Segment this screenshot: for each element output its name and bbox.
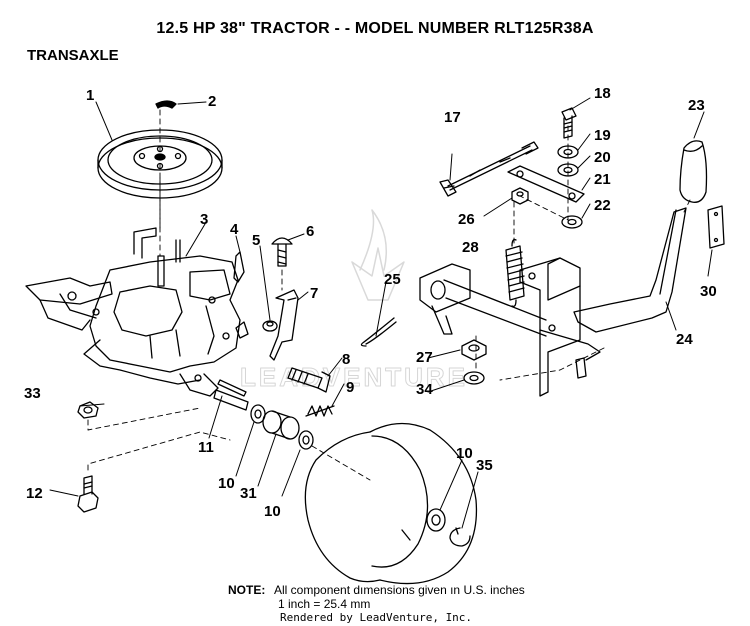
callout-10c: 10: [456, 445, 473, 462]
callout-27: 27: [416, 349, 433, 366]
cotter-pin-part-25[interactable]: [360, 317, 397, 347]
knob-part-23[interactable]: [679, 140, 708, 203]
spring-part-28[interactable]: [505, 238, 525, 308]
callout-31: 31: [240, 485, 257, 502]
callout-labels: 1 2 3 4 5 6 7 8 9 10 11 12 17 18 19 20 2…: [24, 85, 717, 520]
callout-12: 12: [26, 485, 43, 502]
callout-7: 7: [310, 285, 318, 302]
nut-part-33[interactable]: [77, 401, 99, 419]
callout-25: 25: [384, 271, 401, 288]
callout-2: 2: [208, 93, 216, 110]
lever-part-24[interactable]: [573, 207, 687, 333]
bolt-part-6[interactable]: [271, 237, 293, 267]
dimension-note: NOTE: All component dımensions given ın U…: [228, 583, 525, 611]
washer-part-10c[interactable]: [426, 508, 446, 532]
shaft-part-11[interactable]: [213, 379, 249, 411]
shift-bracket-assembly[interactable]: [419, 257, 601, 397]
callout-20: 20: [594, 149, 611, 166]
callout-10b: 10: [264, 503, 281, 520]
nut-part-27[interactable]: [461, 339, 487, 361]
callout-34: 34: [416, 381, 433, 398]
callout-30: 30: [700, 283, 717, 300]
callout-23: 23: [688, 97, 705, 114]
pin-part-4[interactable]: [233, 251, 245, 283]
callout-19: 19: [594, 127, 611, 144]
rendered-by-credit: Rendered by LeadVenture, Inc.: [280, 611, 473, 624]
clip-part-35[interactable]: [449, 527, 471, 547]
spring-part-9[interactable]: [305, 405, 335, 417]
callout-22: 22: [594, 197, 611, 214]
callout-24: 24: [676, 331, 693, 348]
callout-26: 26: [458, 211, 475, 228]
washer-part-34[interactable]: [463, 371, 485, 385]
alignment-lines: [87, 109, 691, 481]
wheel-tire[interactable]: [304, 422, 478, 585]
callout-3: 3: [200, 211, 208, 228]
note-line-1: All component dımensions given ın U.S. i…: [274, 583, 525, 597]
watermark-logo: [351, 209, 405, 301]
callout-35: 35: [476, 457, 493, 474]
bolt-part-18[interactable]: [561, 107, 577, 139]
bolt-part-12[interactable]: [77, 475, 99, 513]
callout-6: 6: [306, 223, 314, 240]
callout-11: 11: [198, 439, 214, 456]
note-heading: NOTE:: [228, 583, 266, 597]
key-part-2[interactable]: [155, 100, 177, 109]
watermark-text: LEADVENTURE: [240, 362, 468, 392]
callout-5: 5: [252, 232, 260, 249]
callout-33: 33: [24, 385, 41, 402]
spacer-part-31[interactable]: [262, 410, 300, 440]
transaxle-assembly[interactable]: [25, 227, 249, 397]
note-line-2: 1 inch = 25.4 mm: [278, 597, 371, 611]
link-part-21[interactable]: [507, 165, 585, 203]
callout-17: 17: [444, 109, 461, 126]
bolt-part-8[interactable]: [287, 367, 331, 393]
callout-4: 4: [230, 221, 239, 238]
rod-part-17[interactable]: [439, 141, 539, 197]
washer-part-22[interactable]: [561, 215, 583, 229]
callout-10: 10: [218, 475, 235, 492]
callout-8: 8: [342, 351, 350, 368]
callout-9: 9: [346, 379, 354, 396]
washer-part-10b[interactable]: [298, 430, 314, 450]
callout-1: 1: [86, 87, 94, 104]
callout-28: 28: [462, 239, 479, 256]
diagram-title: 12.5 HP 38" TRACTOR - - MODEL NUMBER RLT…: [156, 20, 594, 37]
callout-18: 18: [594, 85, 611, 102]
leader-lines: [49, 97, 713, 529]
plate-part-30[interactable]: [707, 205, 725, 249]
section-label: TRANSAXLE: [27, 47, 119, 64]
nut-part-5[interactable]: [262, 320, 278, 332]
callout-21: 21: [594, 171, 611, 188]
bracket-part-7[interactable]: [269, 289, 299, 361]
